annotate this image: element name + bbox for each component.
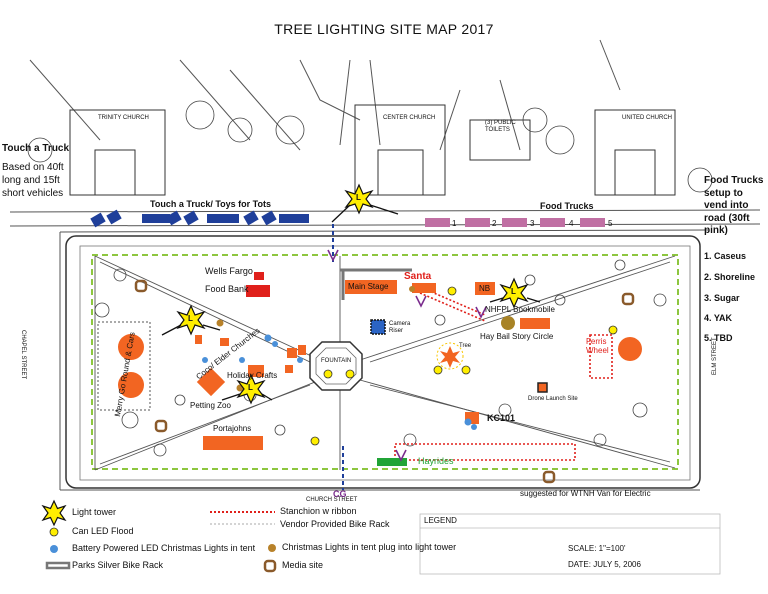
ferris-wheel	[618, 337, 642, 361]
touch-truck-note: Based on 40ft long and 15ft short vehicl…	[2, 162, 64, 199]
merry-go-round-2	[118, 372, 144, 398]
food-truck-item-2: 2. Shoreline	[704, 272, 756, 282]
street-lines	[9, 39, 761, 491]
ferris-wheel-label: Ferris Wheel	[586, 337, 609, 355]
legend-vendor-rack: Vendor Provided Bike Rack	[280, 519, 390, 529]
food-truck-spots	[425, 218, 605, 227]
can-led-floods	[310, 286, 618, 446]
food-truck-num-2: 2	[492, 219, 497, 228]
wtnh-label: suggested for WTNH Van for Electric	[520, 489, 651, 498]
drone-site	[537, 382, 548, 393]
legend-media-site: Media site	[282, 560, 324, 570]
church-street-label: CHURCH STREET	[306, 497, 358, 503]
fountain-label: FOUNTAIN	[321, 358, 352, 364]
green-path	[91, 254, 679, 470]
legend-box-title: LEGEND	[424, 516, 457, 525]
legend-light-tower: Light tower	[72, 507, 117, 517]
touch-truck-heading: Touch a Truck	[2, 143, 70, 154]
merry-go-round-1	[118, 334, 144, 360]
upper-trees	[27, 100, 713, 193]
chapel-street-label: CHAPEL STREET	[20, 330, 26, 380]
food-truck-num-1: 1	[452, 219, 457, 228]
center-church-label: CENTER CHURCH	[383, 115, 436, 121]
camera-riser	[370, 319, 386, 335]
tower-plug-lights	[216, 286, 415, 392]
touch-truck-label: Touch a Truck/ Toys for Tots	[150, 199, 272, 209]
legend-can-led: Can LED Flood	[72, 526, 134, 536]
hayride-wagon	[377, 458, 407, 466]
petting-zoo-label: Petting Zoo	[190, 401, 231, 410]
legend-graphics	[41, 499, 721, 575]
tree-icon	[440, 346, 460, 368]
toilets-label: (3) PUBLIC TOILETS	[485, 120, 516, 133]
food-bank-tent	[246, 285, 270, 297]
camera-riser-label: Camera Riser	[389, 321, 411, 334]
tower-letter-1: L	[356, 193, 361, 202]
elm-street-label: ELM STREET	[712, 337, 718, 375]
nb-tent	[475, 282, 495, 295]
entry-markers	[327, 249, 487, 462]
food-truck-item-1: 1. Caseus	[704, 251, 747, 261]
food-truck-num-5: 5	[608, 219, 613, 228]
public-toilets-outline	[469, 119, 531, 161]
portajohns-label: Portajohns	[213, 424, 252, 433]
legend-stanchion: Stanchion w ribbon	[280, 506, 357, 516]
buildings	[69, 104, 676, 196]
park-trees	[94, 259, 667, 457]
food-trucks-label: Food Trucks	[540, 201, 594, 211]
food-truck-item-4: 4. YAK	[704, 313, 733, 323]
battery-led-lights	[202, 334, 477, 430]
trinity-church-label: TRINITY CHURCH	[98, 115, 149, 121]
united-church-label: UNITED CHURCH	[622, 115, 672, 121]
food-truck-num-3: 3	[530, 219, 535, 228]
cg-label: CG	[333, 489, 347, 499]
food-truck-note: Food Trucks setup to vend into road (30f…	[704, 175, 764, 236]
media-sites	[134, 279, 635, 484]
hay-bail-label: Hay Bail Story Circle	[480, 332, 554, 341]
food-truck-item-5: 5. TBD	[704, 333, 733, 343]
santa-tent	[412, 283, 436, 293]
scale-label: SCALE: 1"=100'	[568, 544, 626, 553]
portajohn-block	[203, 436, 263, 450]
hayrides-label: Hayrides	[418, 456, 454, 466]
hay-bail-circle	[501, 316, 515, 330]
date-label: DATE: JULY 5, 2006	[568, 560, 641, 569]
wells-fargo-label: Wells Fargo	[205, 266, 253, 276]
main-stage-tent	[345, 280, 397, 294]
legend-battery-led: Battery Powered LED Christmas Lights in …	[72, 543, 256, 553]
wells-fargo-tent	[254, 272, 264, 280]
parks-bike-racks	[340, 268, 412, 300]
food-bank-label: Food Bank	[205, 284, 249, 294]
holiday-crafts-label: Holiday Crafts	[227, 371, 278, 380]
tower-letter-2: L	[188, 314, 193, 323]
park-boundary	[65, 235, 701, 489]
tower-arrows	[161, 204, 541, 401]
light-towers	[176, 183, 529, 405]
legend-tower-plug: Christmas Lights in tent plug into light…	[282, 542, 457, 552]
food-truck-item-3: 3. Sugar	[704, 293, 740, 303]
food-truck-num-4: 4	[569, 219, 574, 228]
main-stage-label: Main Stage	[348, 282, 389, 291]
kc101-label: KC101	[487, 413, 516, 423]
legend-bike-rack: Parks Silver Bike Rack	[72, 560, 164, 570]
tower-letter-4: L	[511, 287, 516, 296]
touch-truck-vehicles	[90, 209, 309, 228]
fountain-shape	[309, 341, 363, 391]
drone-label: Drone Launch Site	[528, 396, 578, 402]
tower-letter-3: L	[248, 383, 253, 392]
bookmobile-label: NHFPL Bookmobile	[485, 305, 555, 314]
tree-label: Tree	[459, 343, 472, 349]
stanchion-lines	[394, 286, 613, 461]
park-paths	[94, 255, 676, 471]
santa-label: Santa	[404, 271, 432, 282]
page-title: TREE LIGHTING SITE MAP 2017	[274, 21, 494, 37]
hay-bail-tent	[520, 318, 550, 329]
united-church-outline	[594, 109, 676, 196]
nb-label: NB	[479, 284, 491, 293]
